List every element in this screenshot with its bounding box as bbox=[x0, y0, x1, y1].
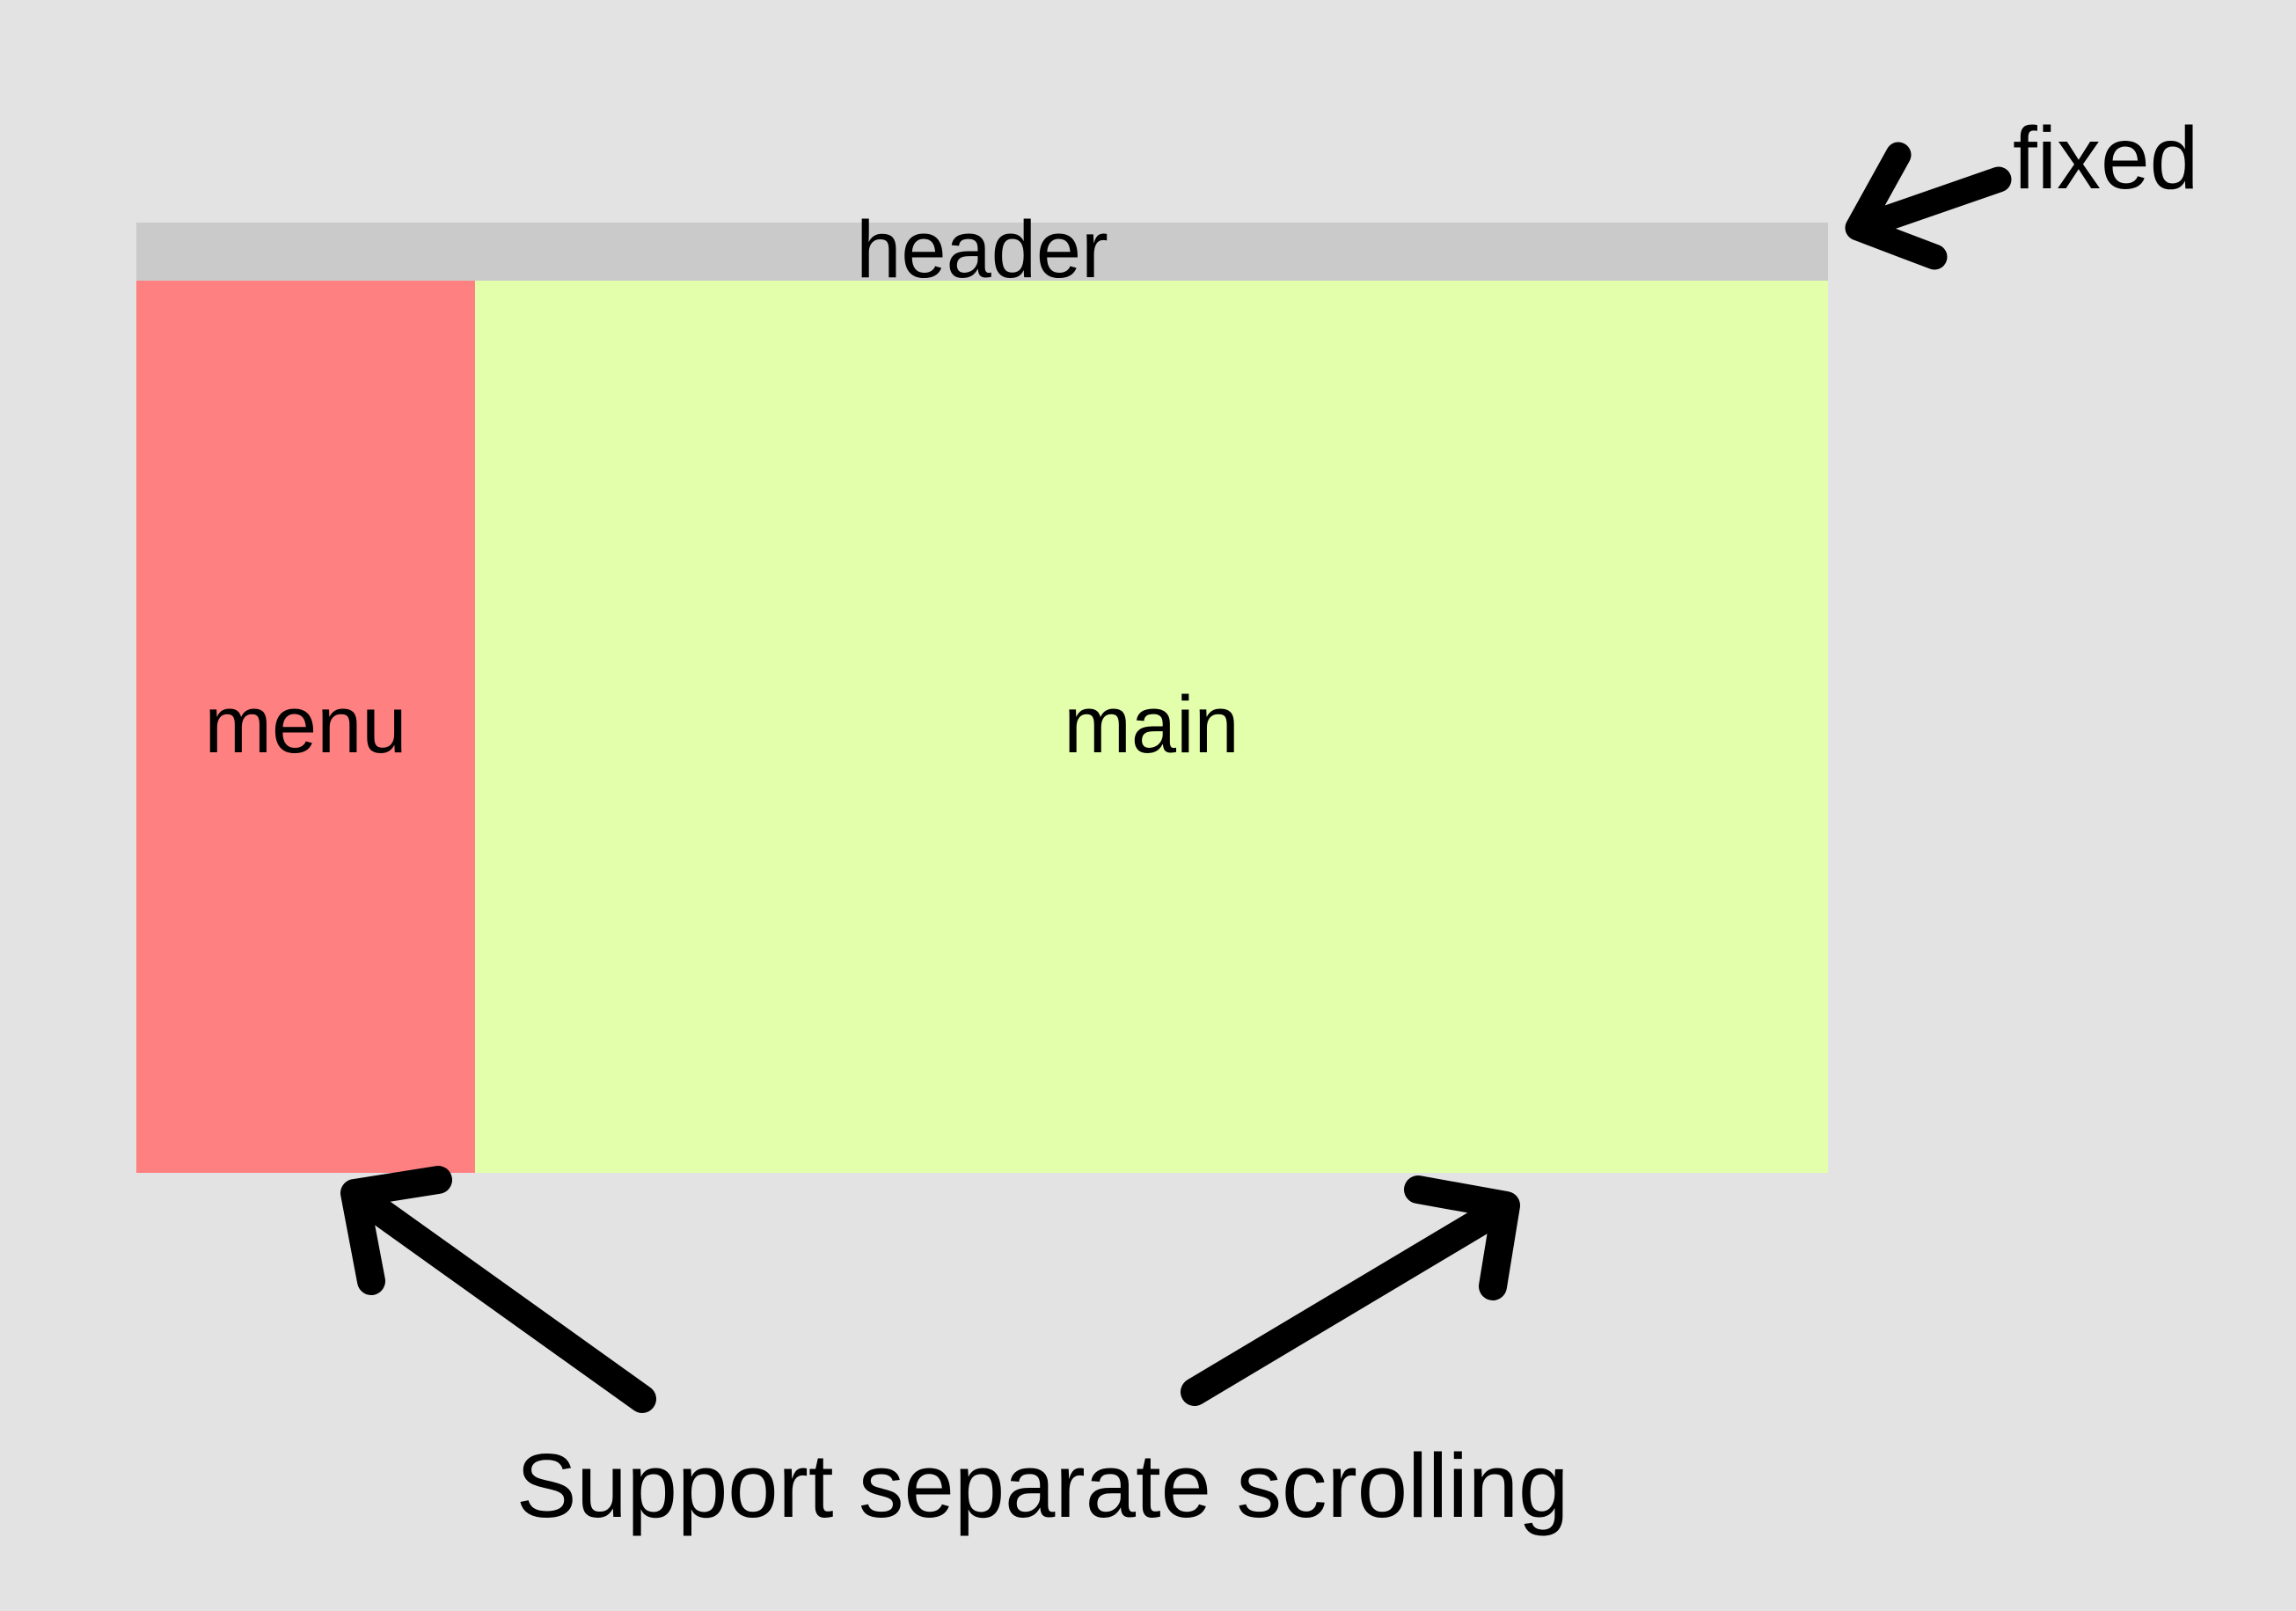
main-region bbox=[475, 281, 1828, 1173]
menu-scroll-arrow-icon bbox=[340, 1166, 656, 1413]
fixed-annotation-label: fixed bbox=[2013, 109, 2199, 208]
menu-region bbox=[136, 281, 475, 1173]
main-scroll-arrow-icon bbox=[1181, 1175, 1520, 1406]
header-label: header bbox=[856, 205, 1108, 295]
main-label: main bbox=[1064, 680, 1239, 770]
header-region bbox=[136, 223, 1828, 281]
scrolling-annotation-caption: Support separate scrolling bbox=[516, 1435, 1569, 1536]
fixed-arrow-icon bbox=[1845, 142, 2012, 270]
menu-label: menu bbox=[204, 680, 407, 770]
